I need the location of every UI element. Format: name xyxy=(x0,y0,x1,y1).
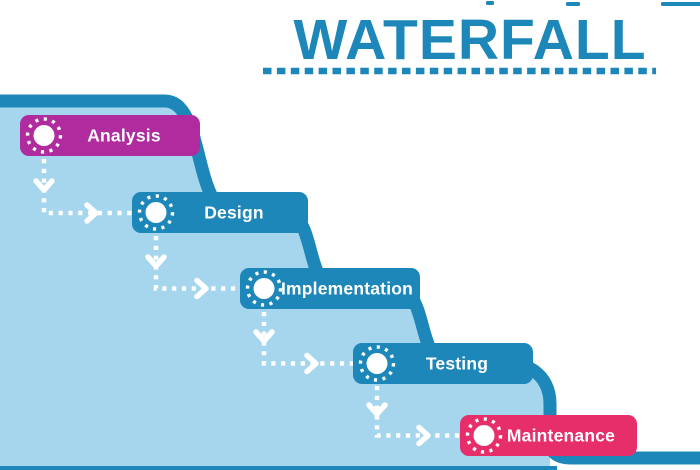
dotted-circle-icon xyxy=(245,270,283,307)
connector-analysis-to-design xyxy=(33,159,136,224)
stage-box xyxy=(240,268,420,309)
connector-design-to-implementation xyxy=(145,236,246,300)
page-title: WATERFALL xyxy=(293,8,646,72)
stage-label: Testing xyxy=(426,354,488,374)
stage-label: Maintenance xyxy=(507,426,615,446)
dotted-circle-icon xyxy=(137,194,175,231)
stage-implementation: Implementation xyxy=(240,268,420,309)
stage-maintenance: Maintenance xyxy=(460,415,637,456)
bottom-edge-strip xyxy=(0,466,557,470)
stage-label: Implementation xyxy=(281,279,413,299)
top-edge-marks xyxy=(486,1,700,6)
stage-design: Design xyxy=(132,192,308,233)
chevron-down-icon xyxy=(366,402,388,417)
stage-box xyxy=(460,415,637,456)
chevron-down-icon xyxy=(145,254,167,269)
chevron-right-icon xyxy=(194,277,209,300)
dotted-circle-icon xyxy=(25,117,63,154)
connector-implementation-to-testing xyxy=(253,312,358,375)
stage-box xyxy=(353,343,533,384)
chevron-right-icon xyxy=(84,202,99,224)
stage-label: Analysis xyxy=(87,126,161,146)
dotted-circle-icon xyxy=(465,417,503,454)
stage-label: Design xyxy=(204,203,264,223)
stage-analysis: Analysis xyxy=(20,115,200,156)
dotted-circle-icon xyxy=(358,345,396,382)
chevron-down-icon xyxy=(253,329,275,344)
connector-testing-to-maintenance xyxy=(366,386,465,447)
chevron-right-icon xyxy=(304,352,319,375)
stage-box xyxy=(132,192,308,233)
stage-testing: Testing xyxy=(353,343,533,384)
chevron-down-icon xyxy=(33,178,55,193)
stage-box xyxy=(20,115,200,156)
chevron-right-icon xyxy=(416,424,431,447)
